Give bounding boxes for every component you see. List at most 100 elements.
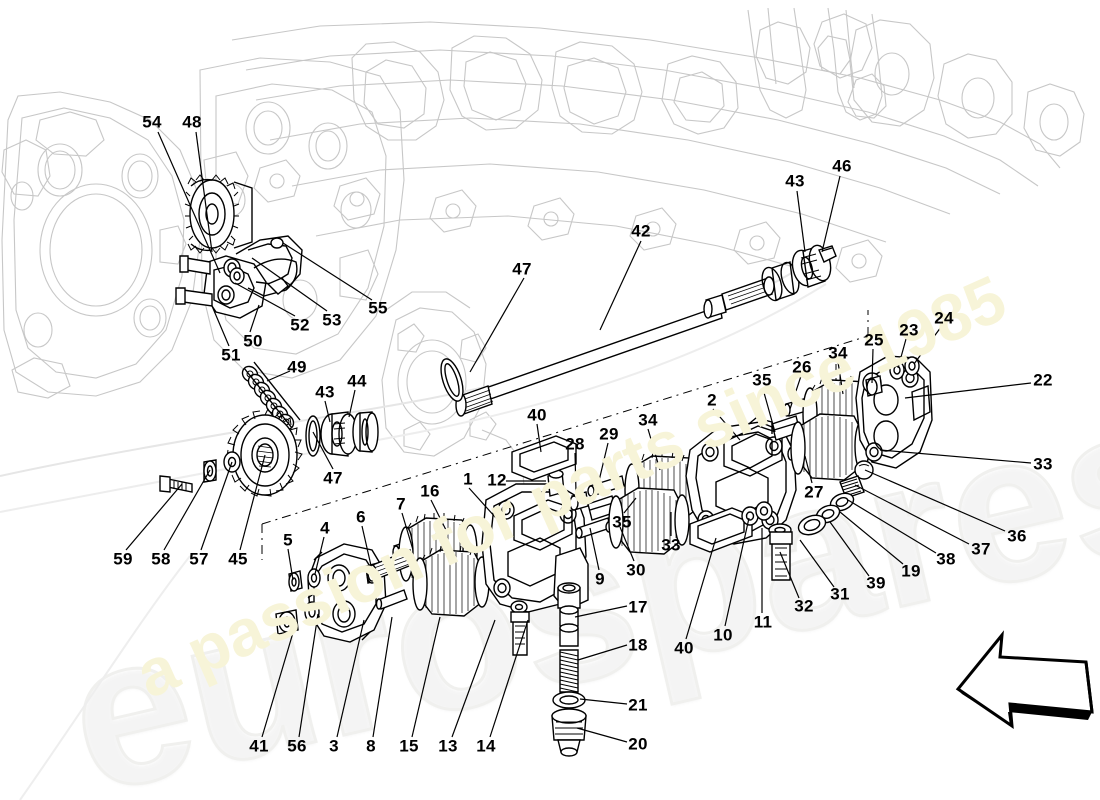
part-oring-47b <box>440 358 464 402</box>
leader-line-9 <box>589 527 600 571</box>
part-bolt-14 <box>510 611 530 656</box>
leader-line-34b <box>647 428 661 471</box>
part-seal-21 <box>552 691 586 709</box>
leader-line-17 <box>574 605 628 618</box>
callout-label-27: 27 <box>804 482 824 502</box>
part-tensioner-arm-50 <box>175 235 303 319</box>
callout-label-33b: 33 <box>661 535 681 555</box>
callout-label-34b: 34 <box>638 410 658 430</box>
callout-label-43b: 43 <box>785 171 805 191</box>
callout-label-57: 57 <box>189 549 209 569</box>
part-pin-28 <box>569 491 589 511</box>
leader-line-24 <box>913 326 942 365</box>
leader-line-35a <box>762 388 776 433</box>
engine-block-background <box>0 7 1085 800</box>
part-pump-gear-33b <box>608 487 690 555</box>
leader-line-59 <box>125 483 183 551</box>
leader-line-53 <box>251 257 328 312</box>
leader-line-25 <box>871 348 874 384</box>
leader-line-55 <box>282 242 373 301</box>
part-bearing-43a <box>320 411 358 457</box>
callout-label-32: 32 <box>794 596 814 616</box>
callout-label-37: 37 <box>971 539 991 559</box>
part-bearing-43b <box>791 244 832 288</box>
leader-line-41 <box>261 625 296 738</box>
leader-line-39 <box>829 521 870 577</box>
callout-label-35b: 35 <box>612 512 632 532</box>
callout-label-18: 18 <box>628 635 648 655</box>
callout-label-35a: 35 <box>752 370 772 390</box>
leader-line-29 <box>597 442 609 486</box>
callout-label-41: 41 <box>249 736 269 756</box>
leader-line-43a <box>324 400 331 423</box>
callout-label-4: 4 <box>320 518 330 538</box>
leader-line-46 <box>821 175 841 253</box>
callout-label-46: 46 <box>832 156 852 176</box>
leader-line-47a <box>312 431 334 470</box>
callout-label-49: 49 <box>287 357 307 377</box>
callout-label-55: 55 <box>368 298 388 318</box>
part-seal-39 <box>797 514 827 536</box>
callout-label-47a: 47 <box>323 468 343 488</box>
leader-line-50 <box>249 304 260 333</box>
callout-label-22: 22 <box>1033 370 1053 390</box>
callout-label-23: 23 <box>899 320 919 340</box>
part-washer-56 <box>304 601 320 623</box>
part-spring-18 <box>559 649 579 693</box>
leader-line-22 <box>904 382 1032 399</box>
callout-label-21: 21 <box>628 695 648 715</box>
part-dowel-25 <box>865 375 883 397</box>
part-bolt-31 <box>769 531 793 581</box>
callout-label-12: 12 <box>487 470 507 490</box>
callout-label-33a: 33 <box>1033 454 1053 474</box>
callout-label-40a: 40 <box>527 405 547 425</box>
leader-line-8 <box>372 616 393 738</box>
leader-line-35b <box>623 497 637 514</box>
part-retaining-ring-46 <box>818 245 837 263</box>
leader-line-57 <box>200 461 233 551</box>
callout-label-48: 48 <box>182 112 202 132</box>
leader-line-44 <box>348 389 356 418</box>
callout-label-47b: 47 <box>512 259 532 279</box>
leader-line-33a <box>879 449 1032 464</box>
leader-line-43b <box>796 190 806 253</box>
leader-line-40a <box>536 423 542 453</box>
callout-label-44: 44 <box>347 371 367 391</box>
part-driveshaft-42 <box>455 276 775 417</box>
callout-label-9: 9 <box>595 569 605 589</box>
callout-label-51: 51 <box>221 345 241 365</box>
callout-label-43a: 43 <box>315 382 335 402</box>
callout-label-2: 2 <box>707 390 717 410</box>
callout-label-11: 11 <box>753 612 773 632</box>
leader-line-19 <box>839 511 904 565</box>
leader-line-38 <box>847 499 937 554</box>
leader-line-40b <box>685 537 717 640</box>
part-bush-5 <box>288 570 303 592</box>
callout-label-7: 7 <box>396 494 406 514</box>
part-washer-13 <box>510 600 528 614</box>
leader-line-14 <box>489 619 529 738</box>
callout-label-40b: 40 <box>674 638 694 658</box>
part-chain-49 <box>241 361 301 431</box>
part-gasket-40b <box>689 507 753 553</box>
leader-line-5 <box>287 548 294 581</box>
callout-label-28: 28 <box>565 434 585 454</box>
leader-line-42 <box>599 240 642 331</box>
part-pump-cover-3 <box>307 543 387 643</box>
leader-line-37 <box>854 484 970 545</box>
leader-line-20 <box>576 727 628 743</box>
leader-line-16 <box>430 499 449 535</box>
callout-label-3: 3 <box>329 736 339 756</box>
leader-line-51 <box>211 305 230 347</box>
leader-line-10 <box>724 517 750 627</box>
leader-line-7 <box>401 512 414 551</box>
leader-line-45 <box>239 454 266 551</box>
part-sprocket-45 <box>226 408 303 497</box>
callout-label-30: 30 <box>626 560 646 580</box>
callout-label-10: 10 <box>713 625 733 645</box>
leader-line-58 <box>163 469 211 551</box>
callout-label-34a: 34 <box>828 343 848 363</box>
leader-line-56 <box>298 613 319 738</box>
part-washer-23 <box>889 360 905 380</box>
